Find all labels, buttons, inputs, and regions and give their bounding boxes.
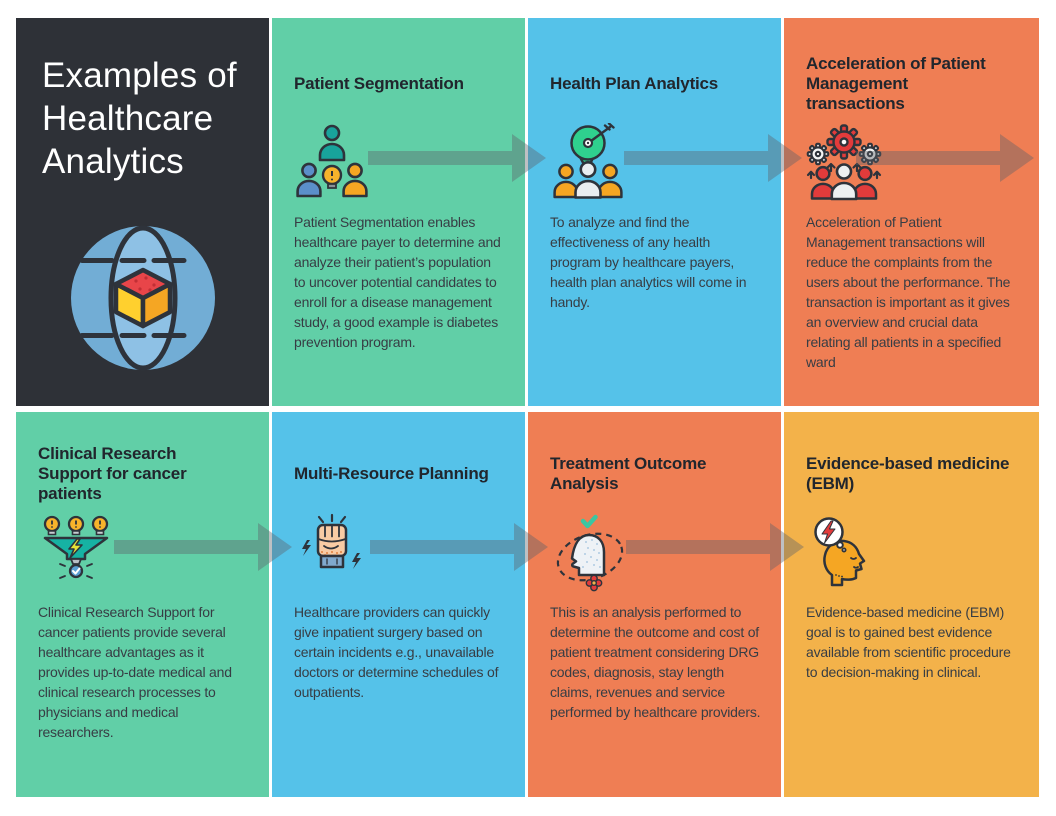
card-multi-resource-planning: Multi-Resource Planning [272, 412, 525, 797]
card-title: Acceleration of Patient Management trans… [806, 54, 986, 113]
flow-arrow [368, 134, 546, 182]
card-patient-segmentation: Patient Segmentation [272, 18, 525, 406]
card-body: Acceleration of Patient Management trans… [806, 214, 1011, 370]
card-clinical-research-support: Clinical Research Support for cancer pat… [16, 412, 269, 797]
card-body: This is an analysis performed to determi… [550, 604, 761, 720]
head-profile-cycle-icon [550, 506, 761, 596]
flow-arrow [626, 523, 804, 571]
card-acceleration-patient-management: Acceleration of Patient Management trans… [784, 18, 1039, 406]
card-body: To analyze and find the effectiveness of… [550, 214, 747, 310]
card-title: Multi-Resource Planning [294, 464, 489, 483]
poster-title: Examples of Healthcare Analytics [42, 56, 237, 181]
card-title: Evidence-based medicine (EBM) [806, 454, 1010, 493]
card-title: Clinical Research Support for cancer pat… [38, 444, 187, 503]
people-group-idea-icon [294, 118, 505, 206]
card-body: Healthcare providers can quickly give in… [294, 604, 499, 700]
card-body: Evidence-based medicine (EBM) goal is to… [806, 604, 1011, 680]
card-evidence-based-medicine: Evidence-based medicine (EBM) Evidence-b… [784, 412, 1039, 797]
card-body: Patient Segmentation enables healthcare … [294, 214, 501, 350]
flow-arrow [370, 523, 548, 571]
flow-arrow [856, 134, 1034, 182]
card-body: Clinical Research Support for cancer pat… [38, 604, 232, 740]
flow-arrow [114, 523, 292, 571]
card-title: Patient Segmentation [294, 74, 464, 93]
card-health-plan-analytics: Health Plan Analytics To [528, 18, 781, 406]
ideas-funnel-icon [38, 506, 249, 596]
card-title: Treatment Outcome Analysis [550, 454, 707, 493]
title-panel: Examples of Healthcare Analytics [16, 18, 269, 406]
fist-icon [294, 506, 505, 596]
card-treatment-outcome-analysis: Treatment Outcome Analysis [528, 412, 781, 797]
target-dart-people-icon [550, 118, 761, 206]
flow-arrow [624, 134, 802, 182]
card-title: Health Plan Analytics [550, 74, 719, 93]
head-idea-icon [806, 506, 1019, 596]
globe-cube-icon [42, 223, 243, 373]
gears-people-icon [806, 118, 1019, 206]
